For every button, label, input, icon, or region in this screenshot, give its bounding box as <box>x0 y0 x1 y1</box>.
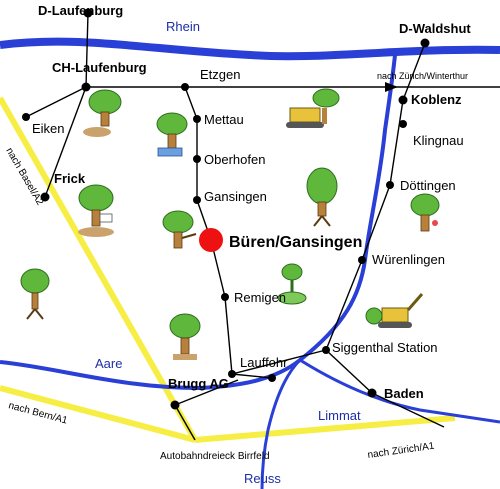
rivers <box>0 37 500 489</box>
dot-d-laufenburg <box>83 8 93 18</box>
tree-figure-with-bulldozer-icon <box>286 88 340 128</box>
label-eiken: Eiken <box>32 121 65 136</box>
label-etzgen: Etzgen <box>200 67 240 82</box>
label-koblenz: Koblenz <box>411 92 462 107</box>
label-doettingen: Döttingen <box>400 178 456 193</box>
dot-oberhofen <box>193 155 201 163</box>
label-mettau: Mettau <box>204 112 244 127</box>
tree-figure-with-excavator-icon <box>365 293 424 328</box>
motorway-a2 <box>0 96 198 442</box>
dot-gansingen <box>193 196 201 204</box>
label-limmat: Limmat <box>318 408 361 423</box>
motorway-a1-east <box>194 415 456 443</box>
road-etzgen-mettau <box>184 86 198 120</box>
road-doettingen-koblenz <box>389 99 404 186</box>
road-wuerenlingen-doettingen <box>361 184 391 261</box>
label-autobahndreieck: Autobahndreieck Birrfeld <box>160 451 270 462</box>
road-siggenthal-wuerenlingen <box>325 259 363 351</box>
road-siggenthal-baden <box>325 349 373 394</box>
bueren-highlight-dot <box>199 228 223 252</box>
tree-figure-walking-icon <box>20 268 50 320</box>
tree-figure-pointing-icon <box>162 210 197 249</box>
river-aare <box>0 54 397 391</box>
label-gansingen: Gansingen <box>204 189 267 204</box>
dot-brugg <box>170 400 180 410</box>
dot-koblenz <box>398 95 408 105</box>
label-remigen: Remigen <box>234 290 286 305</box>
dot-siggenthal <box>322 346 330 354</box>
dot-reuss-junction <box>268 374 276 382</box>
tree-figure-with-flower-icon <box>410 193 440 232</box>
label-d-waldshut: D-Waldshut <box>399 21 471 36</box>
road-laufenburg-eiken <box>25 86 87 118</box>
dot-baden <box>367 388 377 398</box>
river-reuss <box>260 358 302 489</box>
tree-figure-sitting-icon <box>169 313 201 360</box>
label-rhein: Rhein <box>166 19 200 34</box>
label-nach-zuerich-winterthur: nach Zürich/Winterthur <box>377 71 468 81</box>
road-brugg-birrfeld <box>174 404 196 441</box>
label-reuss: Reuss <box>244 471 281 486</box>
label-klingnau: Klingnau <box>413 133 464 148</box>
tree-figure-with-laptop-icon <box>156 112 188 157</box>
label-bueren: Büren/Gansingen <box>229 234 362 251</box>
label-d-laufenburg: D-Laufenburg <box>38 3 123 18</box>
label-lauffohr: Lauffohr <box>240 355 288 370</box>
tree-figure-running-icon <box>306 167 338 227</box>
motorway-a1-west <box>0 385 196 443</box>
dot-ch-laufenburg <box>81 82 91 92</box>
bird-figure-icon <box>277 263 307 305</box>
roads <box>25 12 500 441</box>
road-lauffohr-reuss <box>231 373 273 379</box>
motorways <box>0 96 456 443</box>
road-laufenburg-frick <box>44 86 87 198</box>
arrow-zuerich-winterthur <box>385 82 398 92</box>
dot-doettingen <box>386 181 394 189</box>
label-nach-basel: nach Basel/A2 <box>3 146 45 208</box>
river-rhein <box>0 37 500 61</box>
dot-mettau <box>193 115 201 123</box>
dot-d-waldshut <box>420 38 430 48</box>
road-brugg-south <box>174 379 239 406</box>
dot-frick <box>40 192 50 202</box>
river-limmat <box>299 358 500 424</box>
road-baden-zuerich <box>371 392 445 428</box>
label-nach-zuerich-a1: nach Zürich/A1 <box>367 441 436 461</box>
illustrations <box>20 88 440 360</box>
label-brugg: Brugg AG <box>168 376 229 391</box>
tree-figure-reading-icon <box>78 184 114 237</box>
label-wuerenlingen: Würenlingen <box>372 252 445 267</box>
tree-figure-icon <box>83 89 122 137</box>
dot-klingnau <box>399 120 407 128</box>
road-lauffohr-siggenthal <box>231 349 327 375</box>
dot-etzgen <box>181 83 189 91</box>
dot-eiken <box>22 113 30 121</box>
label-oberhofen: Oberhofen <box>204 152 265 167</box>
road-remigen-lauffohr <box>224 296 233 375</box>
road-d-laufenburg <box>85 12 89 88</box>
label-siggenthal: Siggenthal Station <box>332 340 438 355</box>
dot-lauffohr <box>228 370 236 378</box>
dot-remigen <box>221 293 229 301</box>
label-aare: Aare <box>95 356 122 371</box>
road-waldshut-koblenz <box>402 42 426 101</box>
town-dots <box>22 8 430 410</box>
label-ch-laufenburg: CH-Laufenburg <box>52 60 147 75</box>
dot-wuerenlingen <box>358 256 366 264</box>
label-baden: Baden <box>384 386 424 401</box>
label-frick: Frick <box>54 171 86 186</box>
